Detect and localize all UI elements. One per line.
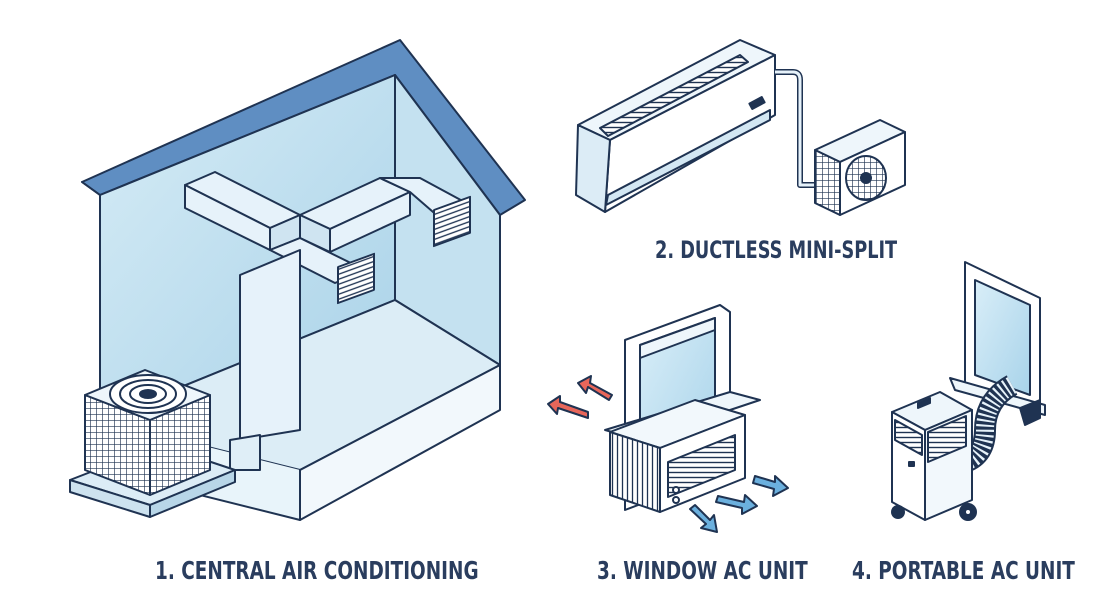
cool-air-arrows — [689, 475, 789, 533]
window-ac-illustration — [547, 304, 789, 533]
label-ductless-mini-split: 2. DUCTLESS MINI-SPLIT — [655, 236, 898, 264]
wheel-left — [891, 505, 905, 519]
duct-network — [184, 171, 471, 471]
vent-middle — [337, 252, 375, 305]
hot-air-arrows — [547, 375, 613, 419]
outdoor-condenser-unit — [69, 369, 236, 518]
portable-ac-illustration — [891, 261, 1046, 521]
indoor-unit-side — [575, 124, 611, 213]
label-window-ac: 3. WINDOW AC UNIT — [597, 556, 808, 585]
label-portable-ac: 4. PORTABLE AC UNIT — [852, 556, 1075, 585]
vent-right — [433, 195, 471, 248]
outdoor-compressor — [814, 119, 906, 216]
label-central-air: 1. CENTRAL AIR CONDITIONING — [155, 556, 479, 585]
mini-split-illustration — [575, 39, 906, 216]
indoor-unit-vent — [599, 54, 749, 137]
refrigerant-line — [775, 69, 820, 188]
central-air-illustration — [69, 39, 526, 521]
